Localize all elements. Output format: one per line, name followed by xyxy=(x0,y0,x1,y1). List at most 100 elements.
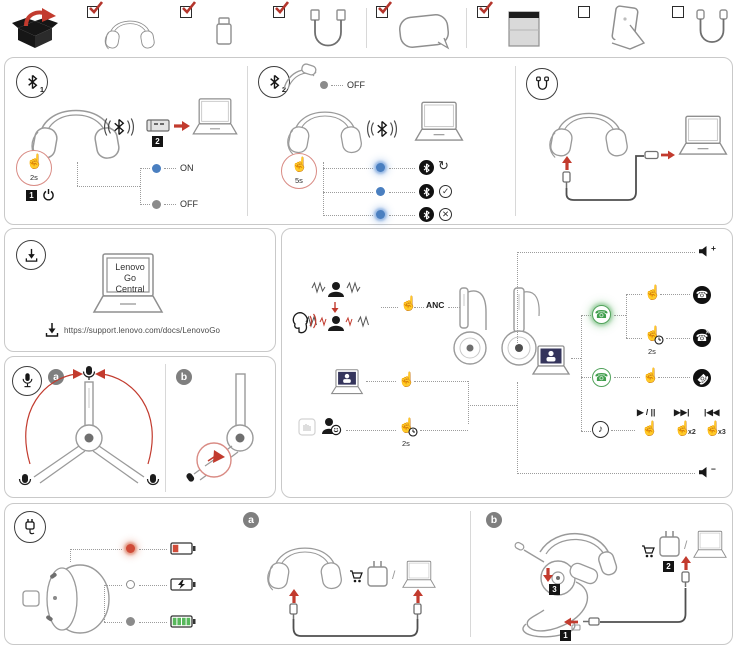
dotted-connector xyxy=(468,405,517,406)
checkbox-docs xyxy=(477,1,493,18)
hold-duration: 2s xyxy=(30,173,38,182)
or-separator: / xyxy=(392,568,396,582)
dotted-connector xyxy=(381,307,398,308)
bluetooth-status-icon xyxy=(419,184,434,199)
dotted-connector xyxy=(139,549,167,550)
led-disconnected xyxy=(376,210,385,219)
dotted-connector xyxy=(517,252,695,253)
power-button-detail: ☝ 2s xyxy=(16,150,52,186)
dotted-connector xyxy=(658,377,690,378)
led-on-label: ON xyxy=(180,163,194,173)
teams-icon xyxy=(344,373,350,379)
teams-icon xyxy=(548,350,554,357)
led-off xyxy=(152,200,161,209)
dotted-connector xyxy=(104,585,122,586)
bluetooth-signal-icon xyxy=(366,120,398,138)
tap-finger-icon: ☝ xyxy=(642,367,660,383)
x-mark-icon: ✕ xyxy=(704,330,710,336)
status-led xyxy=(53,596,57,600)
bluetooth-status-icon xyxy=(419,160,434,175)
triple-tap-label: x3 xyxy=(718,429,726,436)
controls-panel xyxy=(281,228,733,498)
power-button-detail: ☝ 5s xyxy=(281,153,317,189)
or-separator: / xyxy=(684,538,688,552)
package-contents-strip xyxy=(0,0,737,56)
headset-illustration xyxy=(267,547,342,591)
bluetooth-1-icon: 1 xyxy=(16,66,48,98)
bluetooth-status-icon xyxy=(419,207,434,222)
dotted-connector xyxy=(614,315,626,316)
dotted-connector xyxy=(77,186,140,187)
teams-hold-duration: 2s xyxy=(402,439,410,448)
unboxing-icon xyxy=(12,8,58,48)
option-b-badge: b xyxy=(176,369,192,385)
dotted-connector xyxy=(366,381,396,382)
headset-illustration xyxy=(287,111,362,155)
download-glyph xyxy=(25,248,37,262)
headset-illustration xyxy=(549,112,628,158)
carrying-case-item-icon xyxy=(399,14,450,50)
music-icon: ♪ xyxy=(592,421,609,438)
cable-glyph xyxy=(535,75,549,90)
charging-b-badge: b xyxy=(486,512,502,528)
app-name: Lenovo Go Central xyxy=(108,262,152,295)
connected-check-icon: ✓ xyxy=(439,185,452,198)
dotted-connector xyxy=(77,162,78,186)
bluetooth-glyph xyxy=(27,74,37,90)
dotted-connector xyxy=(70,549,71,562)
power-icon xyxy=(43,189,54,201)
dotted-connector xyxy=(581,377,591,378)
teams-user-icon xyxy=(322,418,342,436)
person-icon xyxy=(328,316,344,331)
charging-icon xyxy=(14,511,46,543)
red-arrow-up-icon xyxy=(562,156,572,170)
laptop-icon xyxy=(402,560,436,588)
phone-answer-icon: ☎ xyxy=(693,286,711,304)
laptop-icon xyxy=(678,115,728,155)
multifunction-button xyxy=(515,344,523,352)
mic-glyph xyxy=(22,373,32,388)
earcup-detail xyxy=(22,564,110,634)
checkbox-stand xyxy=(578,6,590,18)
step-2-badge: 2 xyxy=(152,136,163,147)
option-a-badge: a xyxy=(48,369,64,385)
dotted-connector xyxy=(666,338,690,339)
step-1-badge: 1 xyxy=(560,630,571,641)
checkbox-usb-a-cable xyxy=(273,1,289,18)
panel-divider xyxy=(515,66,516,216)
dotted-connector xyxy=(323,162,324,216)
tap-finger-icon: ☝ xyxy=(641,420,659,436)
cable-connector xyxy=(583,617,600,626)
bluetooth-2-number: 2 xyxy=(281,85,286,94)
mic-icon xyxy=(186,473,195,482)
headset-top-detail xyxy=(283,63,317,90)
cable-path xyxy=(565,155,644,201)
led-battery-low xyxy=(126,544,135,553)
dotted-connector xyxy=(140,168,150,169)
red-check-icon xyxy=(182,1,196,14)
red-check-icon xyxy=(479,1,493,14)
person-icon xyxy=(328,282,344,297)
dotted-connector xyxy=(139,622,167,623)
checkbox-case xyxy=(376,1,392,18)
mic-icon xyxy=(82,366,96,380)
dotted-connector xyxy=(140,168,141,205)
dotted-connector xyxy=(517,252,518,345)
step-1-badge: 1 xyxy=(26,190,37,201)
dotted-connector xyxy=(164,204,176,205)
bluetooth-glyph xyxy=(269,74,279,90)
teams-raise-hand-icon xyxy=(298,418,316,436)
tap-finger-icon: ☝ xyxy=(674,420,692,436)
previous-track-label: |◀◀ xyxy=(704,407,720,417)
headset-item-icon xyxy=(104,20,155,50)
dotted-connector xyxy=(323,168,373,169)
clock-icon xyxy=(408,427,418,437)
next-track-label: ▶▶| xyxy=(674,407,690,417)
tap-finger-icon: ☝ xyxy=(398,371,416,387)
usb-dongle-item-icon xyxy=(216,17,232,45)
panel-divider xyxy=(165,364,166,492)
app-name-line1: Lenovo Go xyxy=(115,262,145,283)
dotted-connector xyxy=(581,315,591,316)
contents-divider xyxy=(466,8,467,48)
